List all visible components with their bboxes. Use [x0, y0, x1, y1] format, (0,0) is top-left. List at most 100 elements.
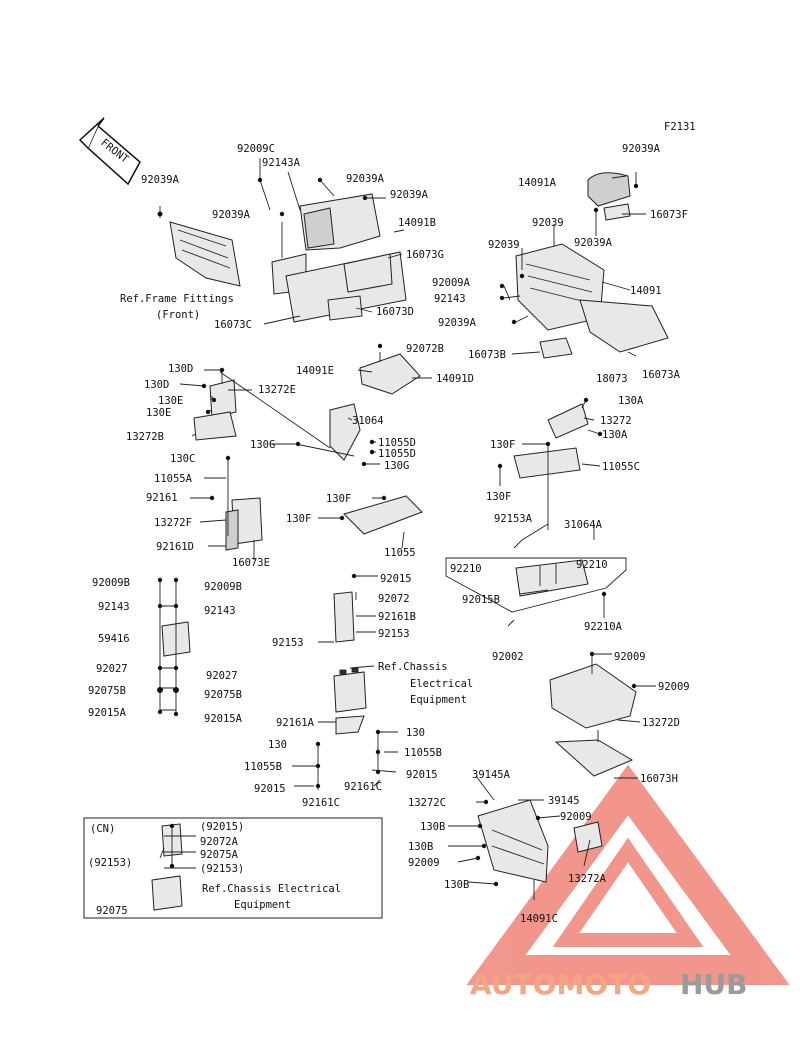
part-label: 14091B: [398, 217, 436, 229]
part-label: 92015: [406, 769, 438, 781]
part-label: 92009C: [237, 143, 275, 155]
part-label: 92161C: [344, 781, 382, 793]
part-label: 11055D: [378, 437, 416, 449]
part-label: 130D: [144, 379, 169, 391]
part-label: 31064: [352, 415, 384, 427]
part-label: 130D: [168, 363, 193, 375]
part-label: 92015: [254, 783, 286, 795]
part-label: 92039A: [622, 143, 661, 155]
part-label: 11055C: [602, 461, 640, 473]
part-label: 16073C: [214, 319, 252, 331]
part-label: 92161A: [276, 717, 315, 729]
part-label: 92210A: [584, 621, 623, 633]
part-label: 92002: [492, 651, 524, 663]
reference-notes: Ref.Frame Fittings (Front) Ref.Chassis E…: [120, 293, 473, 706]
part-label: 130G: [384, 460, 409, 472]
part-label: 92039: [488, 239, 520, 251]
watermark-logo: [466, 764, 790, 985]
part-label: 14091C: [520, 913, 558, 925]
watermark-part-a: AUTOMOTO: [470, 968, 651, 1001]
part-label: 13272C: [408, 797, 446, 809]
part-label: 59416: [98, 633, 130, 645]
part-label: 13272E: [258, 384, 296, 396]
part-label: 18073: [596, 373, 628, 385]
part-label: 92015: [380, 573, 412, 585]
part-label: 92039: [532, 217, 564, 229]
part-label: 92161B: [378, 611, 416, 623]
part-label: 130F: [486, 491, 511, 503]
part-label: 130B: [420, 821, 445, 833]
inset-item: 92075A: [200, 849, 239, 861]
part-label: 14091E: [296, 365, 334, 377]
ref-chassis-note: Ref.Chassis: [378, 661, 448, 673]
part-label: 92075B: [204, 689, 242, 701]
part-label: 92075B: [88, 685, 126, 697]
part-label: 130F: [326, 493, 351, 505]
part-label: 11055B: [244, 761, 282, 773]
part-label: 92039A: [390, 189, 429, 201]
ref-chassis-note-3: Equipment: [410, 694, 467, 706]
part-label: 92027: [96, 663, 128, 675]
part-label: 11055D: [378, 448, 416, 460]
part-label: 16073B: [468, 349, 506, 361]
inset-item: (92153): [200, 863, 244, 875]
part-label: 92027: [206, 670, 238, 682]
part-label: 130A: [618, 395, 644, 407]
part-label: 130A: [602, 429, 628, 441]
part-label: 13272D: [642, 717, 680, 729]
part-label: 16073G: [406, 249, 444, 261]
part-label: 92009: [408, 857, 440, 869]
part-label: 92143: [434, 293, 466, 305]
inset-box: (CN) (92015) 92072A 92075A (92153) (9215…: [83, 817, 383, 919]
inset-bottom-item: 92075: [96, 905, 128, 917]
part-label: 11055B: [404, 747, 442, 759]
part-label: 92153: [378, 628, 410, 640]
part-label: 130F: [490, 439, 515, 451]
part-label: 11055: [384, 547, 416, 559]
part-label: 92161C: [302, 797, 340, 809]
part-label: 92210: [576, 559, 608, 571]
part-label: 92072B: [406, 343, 444, 355]
part-label: 92039A: [346, 173, 385, 185]
part-label: 92143: [98, 601, 130, 613]
part-label: 14091: [630, 285, 662, 297]
part-label: 16073F: [650, 209, 688, 221]
part-label: 11055A: [154, 473, 193, 485]
part-label: 92143A: [262, 157, 301, 169]
part-label: 16073H: [640, 773, 678, 785]
inset-region-label: (CN): [90, 823, 115, 835]
part-label: 92210: [450, 563, 482, 575]
fastener-dots: [157, 177, 639, 887]
part-label: 92009: [560, 811, 592, 823]
part-label: 92039A: [141, 174, 180, 186]
part-label: 92039A: [574, 237, 613, 249]
inset-left-item: (92153): [88, 857, 132, 869]
part-label: 14091D: [436, 373, 474, 385]
part-label: 39145A: [472, 769, 511, 781]
part-shapes: [151, 172, 669, 911]
part-label: 14091A: [518, 177, 557, 189]
part-label: 130: [406, 727, 425, 739]
part-label: 130C: [170, 453, 195, 465]
ref-frame-note-sub: (Front): [156, 309, 200, 321]
front-arrow-icon: FRONT: [78, 117, 141, 186]
part-label: 130E: [158, 395, 183, 407]
watermark-part-b: HUB: [680, 968, 748, 1001]
part-label: 130F: [286, 513, 311, 525]
part-label: 92039A: [212, 209, 251, 221]
part-label: 92161D: [156, 541, 194, 553]
part-labels: 92039A 92009C 92143A 92039A 92039A 92039…: [88, 143, 690, 925]
part-label: 16073D: [376, 306, 414, 318]
ref-frame-note: Ref.Frame Fittings: [120, 293, 234, 305]
ref-chassis-note-2: Electrical: [410, 678, 473, 690]
part-label: 92143: [204, 605, 236, 617]
watermark-text: AUTOMOTO HUB: [470, 968, 748, 1001]
part-label: 16073E: [232, 557, 270, 569]
part-label: 130: [268, 739, 287, 751]
part-label: 92009A: [432, 277, 471, 289]
part-label: 13272B: [126, 431, 164, 443]
part-label: 92015B: [462, 594, 500, 606]
part-label: 92039A: [438, 317, 477, 329]
